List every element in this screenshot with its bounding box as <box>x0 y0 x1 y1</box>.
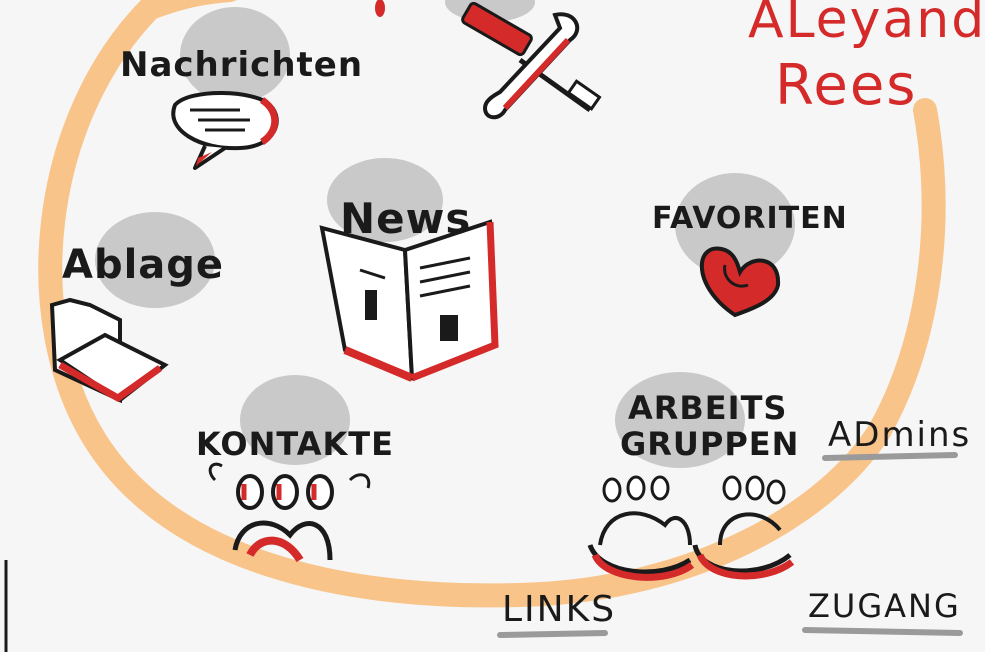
blob-arbeitsgruppen <box>615 372 745 468</box>
blob-news <box>327 158 443 242</box>
kontakte-label[interactable]: KONTAKTE <box>196 425 394 463</box>
author-last-name: Rees <box>775 53 918 118</box>
newspaper-icon <box>319 219 499 382</box>
admins-underline <box>822 452 958 461</box>
blob-ablage <box>95 212 215 308</box>
author-first-name: ALeyande <box>748 0 985 50</box>
nachrichten-label[interactable]: Nachrichten <box>120 45 364 85</box>
heart-icon <box>699 246 781 318</box>
wrench-screwdriver-icon <box>461 1 602 120</box>
ablage-label[interactable]: Ablage <box>62 242 225 288</box>
orange-ring <box>38 0 946 608</box>
links-link[interactable]: LINKS <box>502 589 617 630</box>
blob-nachrichten <box>180 7 290 103</box>
zugang-link[interactable]: ZUGANG <box>808 587 961 625</box>
blob-favoriten <box>675 173 795 277</box>
favoriten-label[interactable]: FAVORITEN <box>652 201 848 236</box>
links-underline <box>497 630 608 638</box>
folder-icon <box>49 297 169 404</box>
speech-bubble-icon <box>171 91 279 170</box>
arbeitsgruppen-label-line2[interactable]: GRUPPEN <box>620 425 800 463</box>
admins-link[interactable]: ADmins <box>828 415 972 455</box>
arbeitsgruppen-label-line1[interactable]: ARBEITS <box>628 389 788 427</box>
people-icon <box>208 462 371 563</box>
groups-icon <box>587 475 795 581</box>
news-label[interactable]: News <box>340 194 472 243</box>
blob-kontakte <box>240 375 350 465</box>
zugang-underline <box>802 627 963 636</box>
